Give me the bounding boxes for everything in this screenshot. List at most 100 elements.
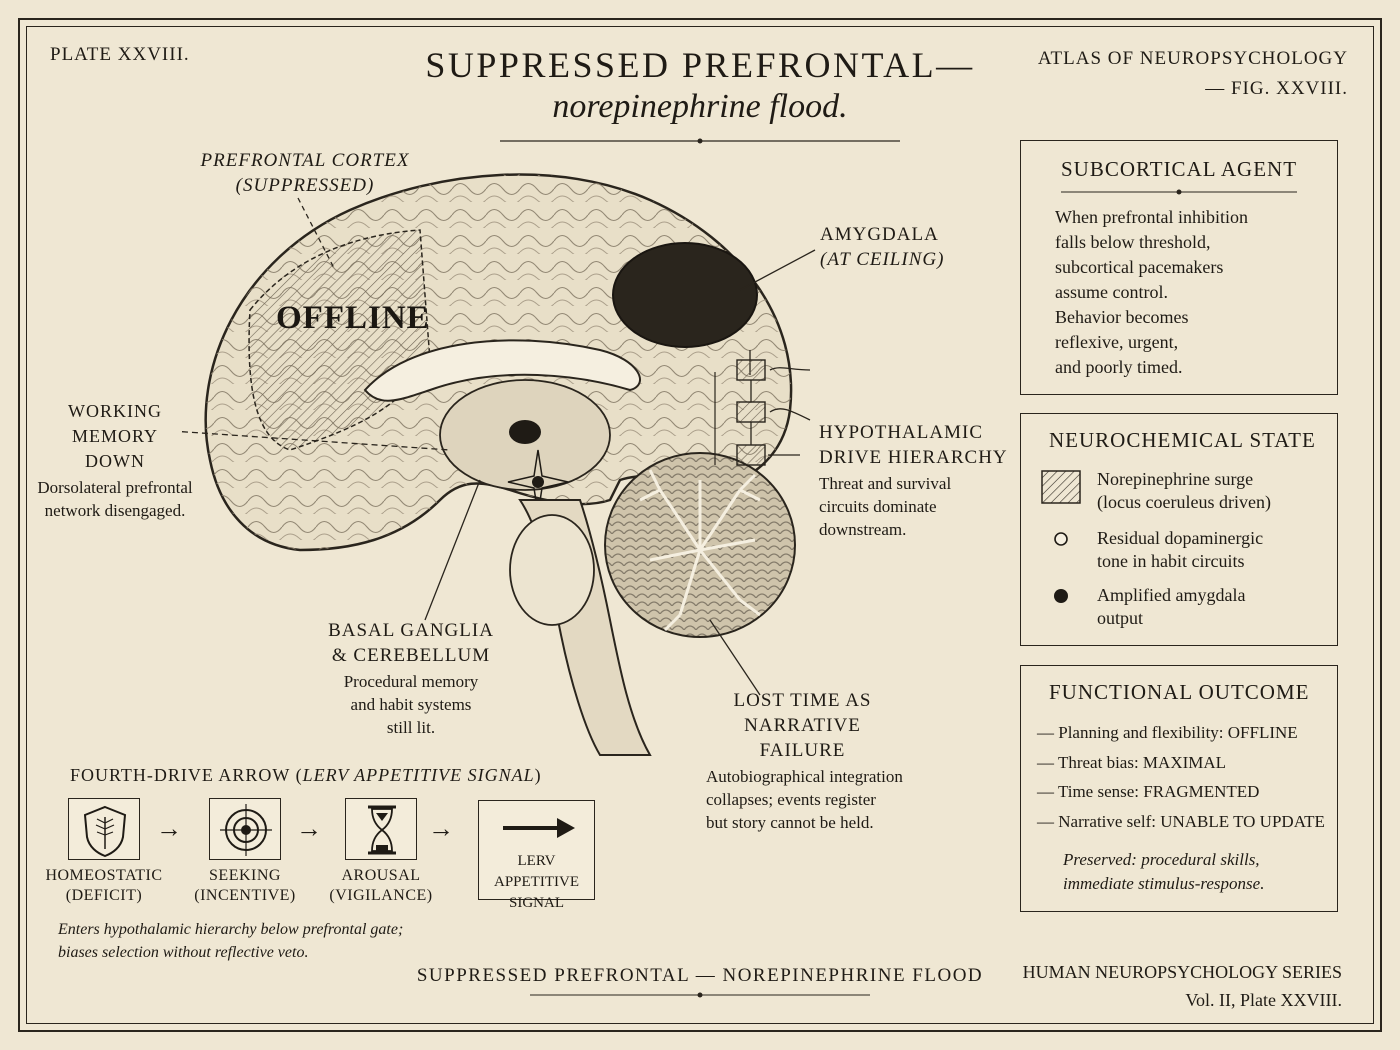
legend-am-line-1: Amplified amygdala bbox=[1097, 585, 1246, 605]
pfc-label-line-1: PREFRONTAL CORTEX bbox=[200, 150, 410, 171]
seeking-step-box bbox=[209, 798, 281, 860]
subcortical-line-3: subcortical pacemakers bbox=[1055, 257, 1224, 277]
leader-lines bbox=[180, 197, 816, 696]
wm-body-1: Dorsolateral prefrontal bbox=[37, 478, 193, 497]
bg-heading-1: BASAL GANGLIA bbox=[328, 620, 494, 641]
amygdala-heading: AMYGDALA bbox=[820, 224, 939, 245]
drive-heading-italic: LERV APPETITIVE SIGNAL bbox=[302, 765, 535, 785]
pfc-label-line-2: (SUPPRESSED) bbox=[235, 175, 375, 196]
lt-heading-1: LOST TIME AS bbox=[733, 690, 872, 711]
bg-body-1: Procedural memory bbox=[343, 672, 479, 691]
legend-ne-line-1: Norepinephrine surge bbox=[1097, 469, 1254, 489]
lt-body-2: collapses; events register bbox=[706, 790, 876, 809]
shield-feather-icon bbox=[83, 805, 127, 858]
outcome-item-3: Time sense: FRAGMENTED bbox=[1037, 777, 1325, 807]
footer-title: SUPPRESSED PREFRONTAL — NOREPINEPHRINE F… bbox=[416, 965, 984, 986]
hypo-heading-1: HYPOTHALAMIC bbox=[819, 422, 983, 443]
arousal-label-1: AROUSAL bbox=[341, 867, 421, 884]
basal-ganglia-label: BASAL GANGLIA & CEREBELLUM Procedural me… bbox=[320, 618, 502, 739]
lt-body-1: Autobiographical integration bbox=[706, 767, 903, 786]
atlas-reference: ATLAS OF NEUROPSYCHOLOGY — FIG. XXVIII. bbox=[1038, 44, 1348, 104]
subcortical-line-5: Behavior becomes bbox=[1055, 307, 1189, 327]
hypo-body-1: Threat and survival bbox=[819, 474, 952, 493]
footer-ornament-rule bbox=[530, 992, 870, 998]
drive-note-line-1: Enters hypothalamic hierarchy below pref… bbox=[58, 921, 404, 938]
homeostatic-step-box bbox=[68, 798, 140, 860]
subcortical-agent-panel: SUBCORTICAL AGENT When prefrontal inhibi… bbox=[1020, 140, 1338, 395]
seeking-label-2: (INCENTIVE) bbox=[194, 887, 296, 904]
filled-circle-icon bbox=[1054, 589, 1068, 603]
outcome-title: FUNCTIONAL OUTCOME bbox=[1049, 680, 1310, 704]
bg-body-2: and habit systems bbox=[350, 695, 472, 714]
neurochemical-state-panel: NEUROCHEMICAL STATE Norepinephrine surge… bbox=[1020, 413, 1338, 646]
arrow-icon-1: → bbox=[156, 814, 182, 843]
corpus-callosum bbox=[363, 339, 641, 402]
hourglass-icon bbox=[368, 805, 396, 855]
pons bbox=[509, 514, 595, 626]
drive-arrow-heading: FOURTH-DRIVE ARROW (LERV APPETITIVE SIGN… bbox=[70, 765, 542, 786]
open-circle-icon bbox=[1054, 532, 1068, 546]
series-volume: Vol. II, Plate XXVIII. bbox=[1185, 990, 1342, 1010]
legend-am-line-2: output bbox=[1097, 608, 1144, 628]
legend-da-line-2: tone in habit circuits bbox=[1097, 551, 1245, 571]
legend-item-amygdala: Amplified amygdala output bbox=[1054, 584, 1246, 630]
lerv-label-2: SIGNAL bbox=[509, 895, 564, 911]
atlas-line-1: ATLAS OF NEUROPSYCHOLOGY bbox=[1037, 48, 1348, 69]
outcome-item-4: Narrative self: UNABLE TO UPDATE bbox=[1037, 807, 1325, 837]
subcortical-line-6: reflexive, urgent, bbox=[1055, 332, 1179, 352]
thalamic-nucleus bbox=[509, 420, 541, 444]
preserved-line-2: immediate stimulus-response. bbox=[1063, 874, 1265, 893]
subcortical-line-1: When prefrontal inhibition bbox=[1055, 207, 1248, 227]
amygdala-sub: (AT CEILING) bbox=[820, 249, 945, 270]
lt-body-3: but story cannot be held. bbox=[706, 813, 874, 832]
arousal-step-box bbox=[345, 798, 417, 860]
drive-note-line-2: biases selection without reflective veto… bbox=[58, 944, 309, 961]
bg-heading-2: & CEREBELLUM bbox=[331, 645, 491, 666]
preserved-note: Preserved: procedural skills, immediate … bbox=[1063, 848, 1264, 896]
hypo-body-2: circuits dominate bbox=[819, 497, 937, 516]
offline-label: OFFLINE bbox=[276, 300, 430, 336]
footer-series: HUMAN NEUROPSYCHOLOGY SERIES Vol. II, Pl… bbox=[1023, 958, 1342, 1014]
wm-body-2: network disengaged. bbox=[44, 501, 186, 520]
lerv-label-1: LERV APPETITIVE bbox=[494, 853, 579, 890]
outcome-list: Planning and flexibility: OFFLINE Threat… bbox=[1037, 718, 1325, 836]
outcome-item-2: Threat bias: MAXIMAL bbox=[1037, 748, 1325, 778]
outer-frame bbox=[18, 18, 1382, 1032]
page-subtitle: norepinephrine flood. bbox=[552, 88, 848, 125]
lt-heading-2: NARRATIVE FAILURE bbox=[744, 715, 861, 761]
homeostatic-label-1: HOMEOSTATIC bbox=[45, 867, 163, 884]
drive-heading-text: FOURTH-DRIVE ARROW ( bbox=[70, 765, 303, 785]
legend-da-line-1: Residual dopaminergic bbox=[1097, 528, 1264, 548]
hypothalamic-label: HYPOTHALAMIC DRIVE HIERARCHY Threat and … bbox=[819, 420, 1008, 541]
preserved-line-1: Preserved: procedural skills, bbox=[1063, 850, 1260, 869]
series-name: HUMAN NEUROPSYCHOLOGY SERIES bbox=[1022, 962, 1342, 982]
drive-hierarchy-stack bbox=[714, 350, 811, 466]
working-memory-label: WORKING MEMORY DOWN Dorsolateral prefron… bbox=[36, 399, 194, 522]
neurochemical-title: NEUROCHEMICAL STATE bbox=[1049, 428, 1316, 452]
subcortical-ornament bbox=[1061, 189, 1297, 195]
bg-body-3: still lit. bbox=[386, 718, 436, 737]
plate-number: PLATE XXVIII. bbox=[50, 44, 190, 65]
right-arrow-icon bbox=[503, 818, 575, 838]
arousal-label: AROUSAL (VIGILANCE) bbox=[321, 866, 441, 906]
arrow-icon-2: → bbox=[296, 814, 322, 843]
functional-outcome-panel: FUNCTIONAL OUTCOME Planning and flexibil… bbox=[1020, 665, 1338, 912]
prefrontal-cortex-label: PREFRONTAL CORTEX (SUPPRESSED) bbox=[200, 148, 410, 198]
title-ornament-rule bbox=[500, 138, 900, 144]
seeking-label-1: SEEKING bbox=[209, 867, 281, 884]
arbor-vitae bbox=[639, 469, 761, 632]
legend-item-norepinephrine: Norepinephrine surge (locus coeruleus dr… bbox=[1041, 468, 1271, 514]
hypo-body-3: downstream. bbox=[819, 520, 907, 539]
subcortical-line-4: assume control. bbox=[1055, 282, 1168, 302]
wm-heading-1: WORKING MEMORY bbox=[68, 401, 162, 446]
brain-sagittal-illustration bbox=[180, 173, 816, 756]
drive-arrow-note: Enters hypothalamic hierarchy below pref… bbox=[58, 918, 403, 964]
amygdala-label: AMYGDALA (AT CEILING) bbox=[820, 222, 944, 272]
homeostatic-label: HOMEOSTATIC (DEFICIT) bbox=[44, 866, 164, 906]
arousal-label-2: (VIGILANCE) bbox=[329, 887, 433, 904]
lerv-signal-label: LERV APPETITIVE SIGNAL bbox=[479, 851, 594, 914]
arrow-icon-3: → bbox=[428, 814, 454, 843]
lost-time-label: LOST TIME AS NARRATIVE FAILURE Autobiogr… bbox=[700, 688, 905, 834]
drive-heading-close: ) bbox=[534, 765, 542, 785]
inner-frame bbox=[26, 26, 1374, 1024]
